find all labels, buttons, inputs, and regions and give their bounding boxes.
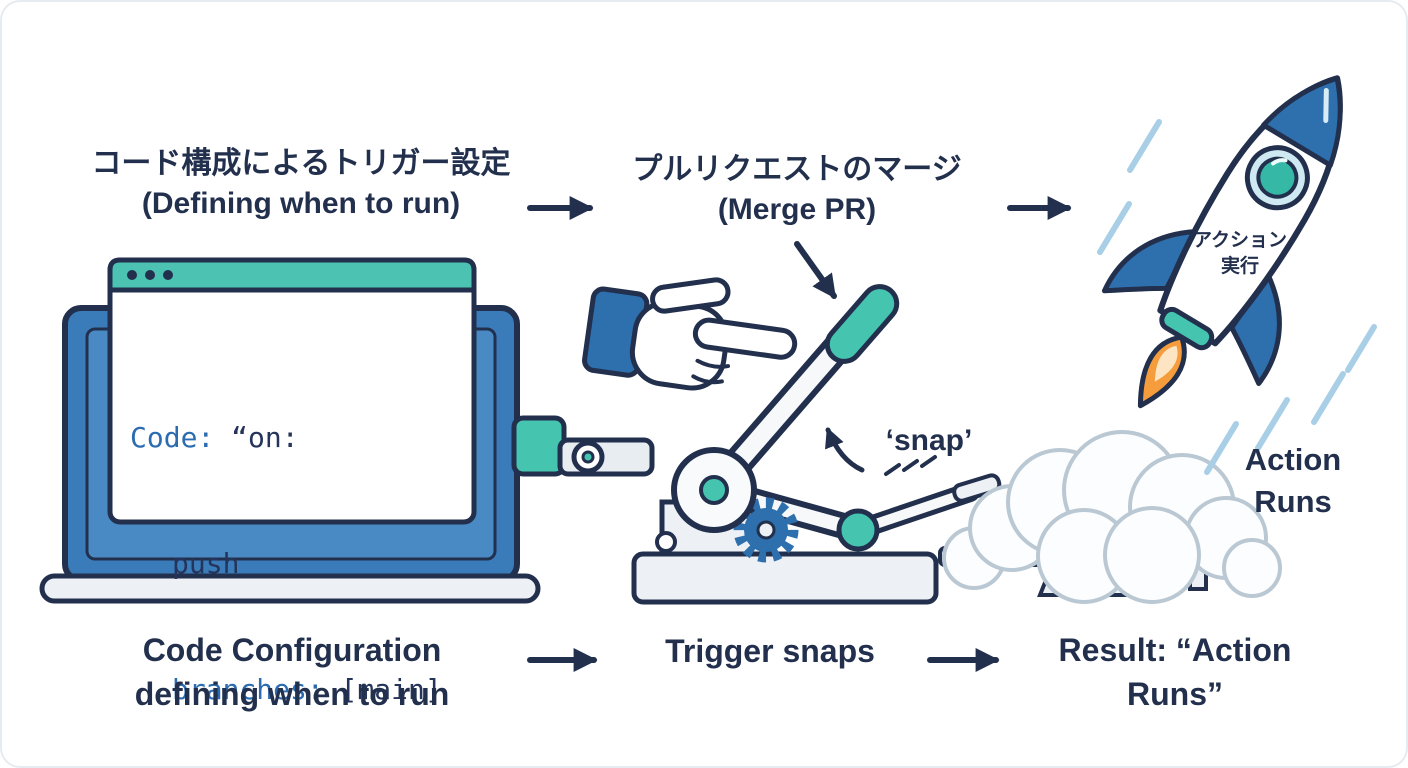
rocket-fin-right: [1229, 272, 1282, 387]
step1-title-jp: コード構成によるトリガー設定: [91, 147, 511, 180]
snap-label: ‘snap’: [885, 424, 973, 457]
bottom-step1-label: Code Configuration defining when to run: [134, 632, 450, 712]
code-value: [main]: [323, 673, 442, 706]
code-value: push: [172, 547, 240, 580]
snap-tick-marks: [884, 455, 937, 476]
hand-thumb: [650, 277, 731, 314]
code-keyword: branches:: [172, 673, 324, 706]
rocket-nozzle: [1159, 306, 1215, 351]
window-dot-icon: [145, 270, 155, 280]
linkage-joint: [836, 508, 880, 552]
code-editor-text: Code: “on: push branches: [main]: [130, 333, 442, 766]
rocket-label-line2: 実行: [1220, 255, 1259, 277]
action-runs-label: Action Runs: [1244, 442, 1342, 519]
gear-icon: [733, 497, 799, 563]
bottom-step2-label: Trigger snaps: [665, 633, 875, 669]
hand-pointer-illustration: [582, 277, 798, 391]
step2-subtitle-en: (Merge PR): [717, 192, 877, 226]
rocket-illustration: [1101, 75, 1343, 409]
smoke-cloud: [942, 430, 1282, 604]
trigger-machine-illustration: [631, 284, 1002, 605]
rocket-label-line1: アクション: [1192, 230, 1288, 251]
window-dot-icon: [127, 270, 137, 280]
code-line-3: branches: [main]: [130, 669, 442, 711]
lever-handle: [824, 284, 900, 364]
speed-lines: [1097, 119, 1377, 475]
arrow-merge-to-lever: [794, 241, 837, 299]
rocket-fin-left: [1101, 229, 1199, 294]
code-line-2: push: [130, 543, 442, 585]
rocket-nose-cone: [1261, 75, 1343, 168]
step2-heading: プルリクエストのマージ (Merge PR): [614, 150, 980, 229]
laptop-illustration: [39, 257, 655, 604]
snap-arrow: [825, 427, 865, 473]
window-dot-icon: [163, 270, 173, 280]
code-line-1: Code: “on:: [130, 417, 442, 459]
code-value: “on:: [214, 421, 299, 454]
hand-index-finger: [692, 317, 798, 360]
code-keyword: Code:: [130, 421, 215, 454]
bottom-step3-label: Result: “Action Runs”: [1058, 632, 1292, 712]
step1-subtitle-en: (Defining when to run): [141, 186, 461, 220]
flow-arrows-top: [527, 196, 1072, 299]
browser-titlebar: [107, 257, 477, 293]
step1-heading: コード構成によるトリガー設定 (Defining when to run): [62, 144, 540, 223]
step2-title-jp: プルリクエストのマージ: [632, 153, 962, 186]
rocket-label: アクション 実行: [1165, 228, 1315, 279]
